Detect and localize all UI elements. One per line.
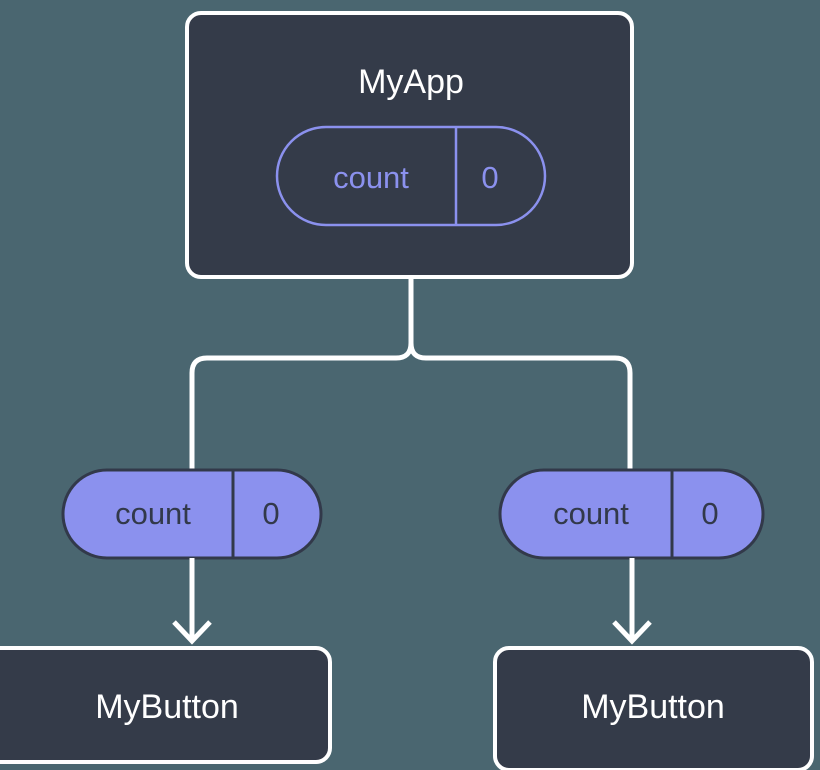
myapp-box[interactable] bbox=[185, 11, 634, 279]
mybutton-right-box[interactable] bbox=[493, 646, 814, 770]
prop-pill-right[interactable]: count 0 bbox=[498, 468, 765, 560]
prop-pill-right-key: count bbox=[553, 496, 629, 531]
myapp-state-pill[interactable]: count 0 bbox=[275, 125, 547, 227]
connector-root-to-children bbox=[189, 277, 414, 470]
prop-pill-right-value: 0 bbox=[701, 496, 718, 531]
prop-pill-left[interactable]: count 0 bbox=[61, 468, 323, 560]
arrow-left-head-icon bbox=[172, 620, 212, 645]
mybutton-left-box[interactable] bbox=[0, 646, 332, 764]
prop-pill-left-value: 0 bbox=[262, 496, 279, 531]
prop-pill-left-shape[interactable] bbox=[61, 468, 323, 560]
mybutton-right-label: MyButton bbox=[581, 688, 725, 726]
node-myapp[interactable]: MyApp count 0 bbox=[185, 11, 634, 279]
arrow-left bbox=[172, 558, 212, 645]
prop-pill-left-key: count bbox=[115, 496, 191, 531]
myapp-state-key: count bbox=[333, 160, 409, 195]
arrow-right bbox=[612, 558, 652, 645]
arrow-right-head-icon bbox=[612, 620, 652, 645]
myapp-state-value: 0 bbox=[481, 160, 498, 195]
node-mybutton-right[interactable]: MyButton bbox=[493, 646, 814, 770]
myapp-state-pill-shape[interactable] bbox=[275, 125, 547, 227]
connector-root-to-child-right bbox=[408, 342, 633, 470]
node-mybutton-left[interactable]: MyButton bbox=[0, 646, 332, 764]
prop-pill-right-shape[interactable] bbox=[498, 468, 765, 560]
connector-group bbox=[189, 277, 633, 470]
myapp-label: MyApp bbox=[358, 63, 464, 101]
mybutton-left-label: MyButton bbox=[95, 688, 239, 726]
